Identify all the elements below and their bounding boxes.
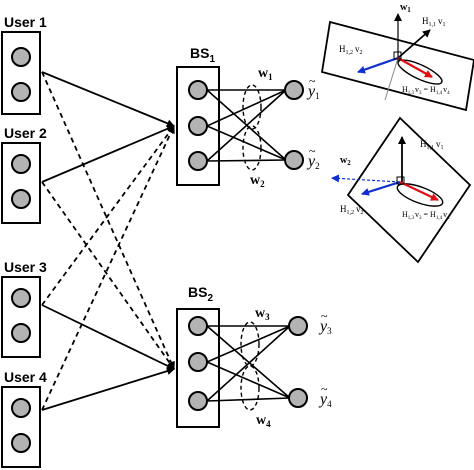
user-3-antenna-2 — [11, 323, 31, 343]
link-user1-bs1 — [41, 71, 175, 128]
output-y4-tilde: ~ — [321, 382, 328, 396]
weight-w4: w4 — [256, 413, 271, 429]
panel-2-blue-arrow — [361, 180, 401, 196]
bs2-antenna-1 — [188, 316, 208, 336]
base-station-2: BS2 w3 w4 y3 ~ y4 ~ — [176, 284, 332, 429]
panel-1-red-arrow — [397, 57, 433, 78]
user-3-antenna-1 — [11, 288, 31, 308]
user-2-antenna-2 — [11, 189, 31, 209]
output-y1-tilde: ~ — [309, 74, 316, 88]
panel-1-normal-line — [384, 57, 399, 101]
bs1-antenna-1 — [188, 80, 208, 100]
link-user4-bs2 — [41, 367, 175, 411]
user-2-antenna-1 — [11, 154, 31, 174]
link-user3-bs2 — [41, 304, 175, 370]
panel-1-alignment-ellipse — [397, 59, 443, 85]
output-y2-tilde: ~ — [309, 144, 316, 158]
user-3-label: User 3 — [4, 259, 47, 275]
panel-2-plane — [346, 116, 472, 264]
weight-w1: w1 — [258, 66, 273, 82]
user-4-label: User 4 — [4, 369, 47, 385]
panel-1-h13-h14-label: H1,3v3=H1,4v4 — [402, 85, 450, 96]
bs2-w4-ellipse — [240, 365, 260, 411]
bs2-combiner-lines — [206, 325, 291, 402]
output-y1: y1 — [306, 83, 320, 101]
user-1-label: User 1 — [4, 14, 47, 30]
base-station-1: BS1 w1 w2 y1 ~ y2 ~ — [176, 45, 320, 189]
panel-2-w2-label: w2 — [340, 155, 351, 167]
link-user1-bs2-interference — [41, 71, 175, 370]
link-user2-bs1 — [41, 125, 175, 183]
bs1-output-node-2 — [284, 150, 304, 170]
panel-1-blue-arrow — [357, 56, 399, 74]
user-1-antenna-1 — [11, 47, 31, 67]
panel-1-plane — [320, 20, 474, 112]
panel-2-right-angle — [396, 176, 405, 185]
panel-1-right-angle — [393, 51, 402, 60]
panel-1-h11-arrow — [397, 29, 431, 59]
bs2-label: BS2 — [188, 284, 213, 304]
channel-links — [41, 71, 175, 411]
panel-2-alignment-ellipse — [396, 183, 444, 207]
bs1-combiner-lines — [206, 89, 287, 162]
user-3: User 3 — [1, 259, 47, 358]
output-y4: y4 — [318, 391, 332, 409]
user-2: User 2 — [1, 125, 47, 224]
output-y3-tilde: ~ — [321, 309, 328, 323]
user-4-antenna-2 — [11, 433, 31, 453]
bs2-output-node-2 — [288, 388, 308, 408]
bs1-w1-ellipse — [242, 84, 262, 130]
bs2-output-node-1 — [288, 316, 308, 336]
bs1-output-node-1 — [284, 80, 304, 100]
output-y2: y2 — [306, 153, 320, 171]
output-y3: y3 — [318, 318, 332, 336]
panel-1-w1-label: w1 — [400, 2, 411, 14]
user-4-antenna-1 — [11, 398, 31, 418]
user-4-box — [1, 386, 41, 468]
bs1-label: BS1 — [190, 45, 215, 65]
bs1-w2-ellipse — [242, 125, 262, 171]
weight-w2: w2 — [250, 173, 265, 189]
bs2-w3-ellipse — [240, 321, 260, 367]
user-1-antenna-2 — [11, 82, 31, 102]
weight-w3: w3 — [255, 306, 270, 322]
bs2-antenna-3 — [188, 391, 208, 411]
panel-2-red-arrow — [399, 181, 439, 201]
bs1-antenna-3 — [188, 151, 208, 171]
link-user3-bs1-interference — [41, 125, 175, 306]
bs1-antenna-2 — [188, 116, 208, 136]
link-user2-bs2-interference — [41, 181, 175, 370]
panel-2-w2-arrow — [331, 174, 401, 183]
link-user4-bs1-interference — [41, 125, 175, 411]
user-4: User 4 — [1, 369, 47, 468]
user-2-label: User 2 — [4, 125, 47, 141]
bs2-antenna-2 — [188, 352, 208, 372]
panel-2-h13-h14-label: H1,3v3=H1,4v4 — [402, 210, 450, 221]
user-1: User 1 — [1, 14, 47, 115]
